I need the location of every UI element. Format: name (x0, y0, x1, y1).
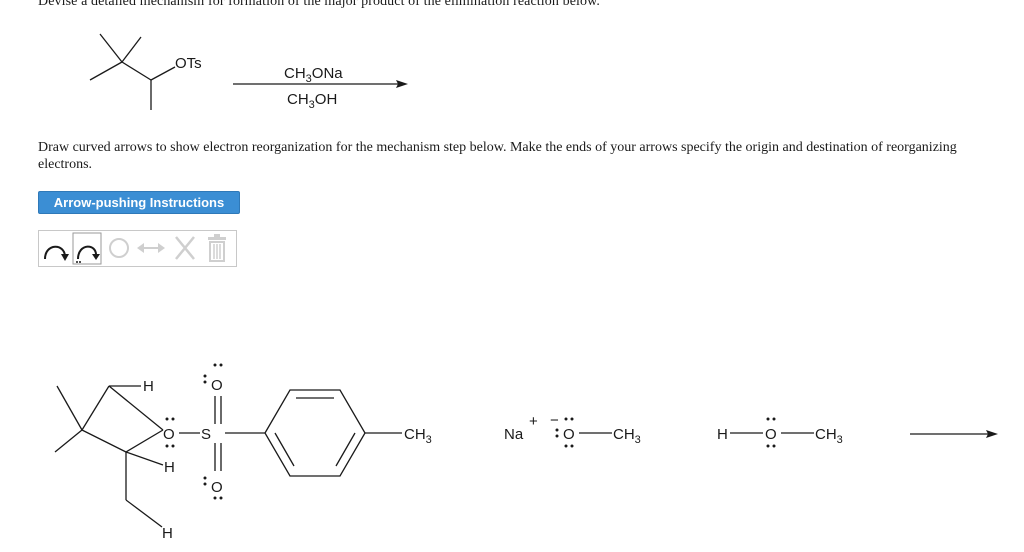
drawing-toolbar (38, 230, 237, 267)
sodium-ion: Na (504, 426, 524, 443)
trash-tool[interactable] (202, 231, 232, 266)
lasso-select-tool[interactable] (105, 231, 133, 266)
sulfur-atom: S (201, 426, 211, 443)
methanol-oxygen: O (765, 426, 777, 443)
tosyl-methyl: CH3 (404, 426, 432, 446)
substrate-skeleton-mechanism (54, 385, 402, 528)
substrate-skeleton-top (89, 33, 176, 110)
sulfonyl-oxygen-bottom: O (211, 479, 223, 496)
lone-pair-dots-methanol (766, 417, 776, 448)
lasso-select-icon (109, 238, 129, 258)
curved-arrow-one-electron-icon (72, 232, 102, 265)
methanol-methyl: CH3 (815, 426, 843, 446)
sodium-charge: + (529, 413, 538, 430)
resonance-arrow-icon (137, 243, 165, 253)
mechanism-arrow (910, 430, 998, 438)
ester-oxygen: O (163, 426, 175, 443)
beta-hydrogen-3: H (162, 525, 173, 542)
beta-hydrogen-1: H (143, 378, 154, 395)
methoxide-methyl: CH3 (613, 426, 641, 446)
leaving-group-label: OTs (175, 55, 202, 72)
curved-arrow-two-electron-tool[interactable] (40, 231, 70, 266)
resonance-arrow-tool[interactable] (134, 231, 168, 266)
arrow-pushing-instructions-button[interactable]: Arrow-pushing Instructions (38, 191, 240, 214)
erase-x-icon (175, 236, 195, 260)
methanol-hydrogen: H (717, 426, 728, 443)
reagent-top: CH3ONa (284, 65, 343, 85)
beta-hydrogen-2: H (164, 459, 175, 476)
sulfonyl-oxygen-top: O (211, 377, 223, 394)
curved-arrow-one-electron-tool[interactable] (72, 231, 102, 266)
erase-tool[interactable] (170, 231, 200, 266)
methoxide-charge: − (550, 412, 559, 429)
methoxide-oxygen: O (563, 426, 575, 443)
question-prompt-1: Devise a detailed mechanism for formatio… (38, 0, 600, 9)
trash-icon (208, 234, 226, 262)
lone-pair-dots-methoxide (555, 417, 574, 448)
curved-arrow-two-electron-icon (44, 245, 69, 261)
reagent-bottom: CH3OH (287, 91, 337, 111)
question-prompt-2: Draw curved arrows to show electron reor… (38, 140, 957, 172)
reaction-arrow (233, 80, 408, 88)
lone-pair-dots-substrate (165, 363, 223, 500)
